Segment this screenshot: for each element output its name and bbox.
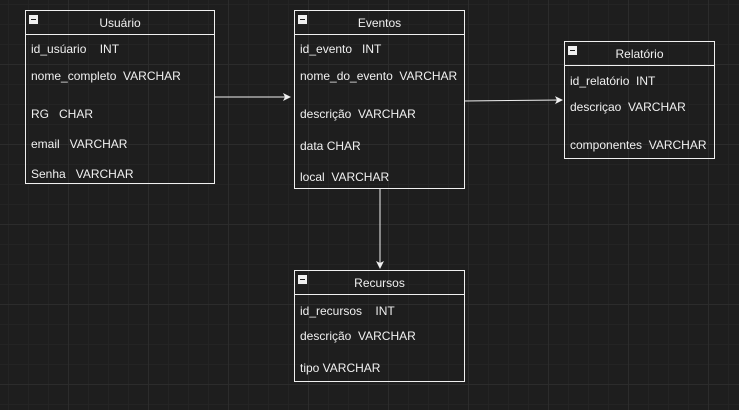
field-id-usuario[interactable]: id_usúario INT	[31, 42, 120, 56]
field-rg[interactable]: RG CHAR	[31, 107, 94, 121]
field-nome-completo[interactable]: nome_completo VARCHAR	[31, 69, 181, 83]
field-descricao[interactable]: descriçao VARCHAR	[570, 100, 686, 114]
collapse-icon[interactable]	[298, 15, 307, 24]
field-id-evento[interactable]: id_evento INT	[300, 42, 382, 56]
collapse-icon[interactable]	[568, 46, 577, 55]
field-nome-do-evento[interactable]: nome_do_evento VARCHAR	[300, 69, 458, 83]
field-componentes[interactable]: componentes VARCHAR	[570, 138, 707, 152]
entity-eventos[interactable]: Eventos id_evento INT nome_do_evento VAR…	[294, 10, 465, 189]
entity-title[interactable]: Usuário	[99, 16, 141, 30]
field-local[interactable]: local VARCHAR	[300, 170, 390, 184]
field-descricao[interactable]: descrição VARCHAR	[300, 107, 416, 121]
edge-eventos-relatorio[interactable]	[463, 96, 563, 105]
field-descricao[interactable]: descrição VARCHAR	[300, 329, 416, 343]
field-tipo[interactable]: tipo VARCHAR	[300, 361, 381, 375]
entity-usuario[interactable]: Usuário id_usúario INT nome_completo VAR…	[25, 10, 215, 184]
entity-title[interactable]: Eventos	[357, 16, 402, 30]
entity-title[interactable]: Recursos	[354, 276, 405, 290]
entity-header: Recursos	[295, 271, 464, 295]
entity-header: Relatório	[565, 42, 714, 66]
field-id-relatorio[interactable]: id_relatório INT	[570, 74, 656, 88]
collapse-icon[interactable]	[29, 15, 38, 24]
entity-relatorio[interactable]: Relatório id_relatório INT descriçao VAR…	[564, 41, 715, 159]
collapse-icon[interactable]	[298, 275, 307, 284]
entity-recursos[interactable]: Recursos id_recursos INT descrição VARCH…	[294, 270, 465, 382]
entity-header: Eventos	[295, 11, 464, 35]
field-email[interactable]: email VARCHAR	[31, 137, 128, 151]
entity-header: Usuário	[26, 11, 214, 35]
entity-title[interactable]: Relatório	[615, 47, 664, 61]
field-id-recursos[interactable]: id_recursos INT	[300, 304, 395, 318]
field-senha[interactable]: Senha VARCHAR	[31, 167, 134, 181]
field-data[interactable]: data CHAR	[300, 139, 361, 153]
